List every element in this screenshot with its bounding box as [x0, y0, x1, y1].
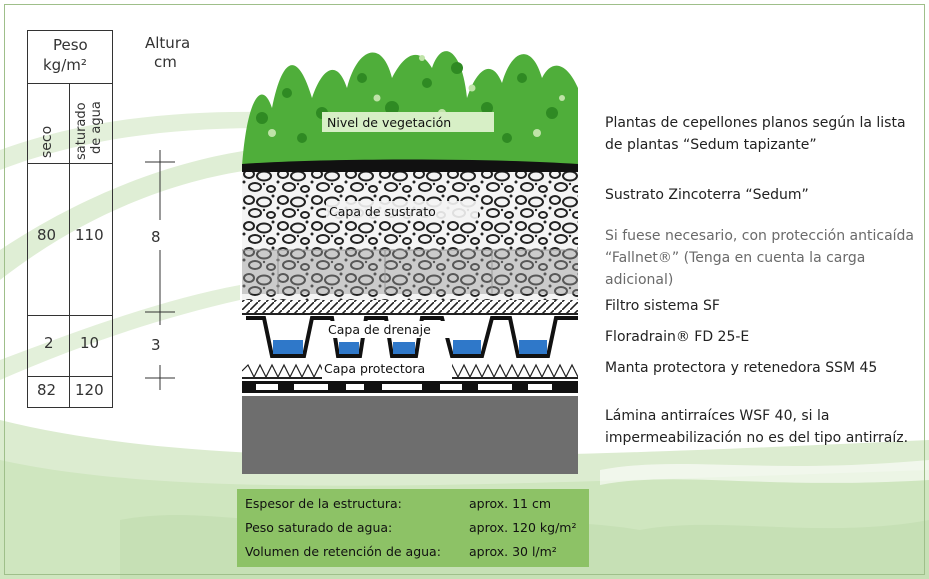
summary-box: Espesor de la estructura: aprox. 11 cm P…	[237, 489, 589, 567]
summary-label: Peso saturado de agua:	[245, 520, 393, 535]
row2-saturado: 10	[80, 334, 100, 352]
drainage-layer	[242, 316, 578, 364]
row1-altura: 8	[151, 228, 161, 246]
row3-saturado: 120	[75, 381, 104, 399]
peso-header: Peso	[53, 36, 88, 54]
weight-table	[27, 30, 113, 408]
col-seco-label: seco	[39, 125, 55, 158]
label-vegetacion: Nivel de vegetación	[327, 115, 452, 130]
row3-seco: 82	[37, 381, 57, 399]
summary-value: aprox. 120 kg/m²	[469, 520, 577, 535]
desc-filtro: Filtro sistema SF	[605, 298, 720, 314]
summary-label: Espesor de la estructura:	[245, 496, 402, 511]
label-sustrato: Capa de sustrato	[329, 204, 436, 219]
row2-seco: 2	[44, 334, 54, 352]
col-saturado-label-2: de agua	[89, 101, 104, 154]
row2-altura: 3	[151, 336, 161, 354]
desc-lamina: Lámina antirraíces WSF 40, si la imperme…	[605, 408, 909, 446]
height-markers	[145, 150, 175, 390]
desc-fallnet: Si fuese necesario, con protección antic…	[605, 228, 915, 288]
summary-row: Volumen de retención de agua: aprox. 30 …	[245, 544, 557, 559]
summary-label: Volumen de retención de agua:	[245, 544, 441, 559]
label-drenaje: Capa de drenaje	[328, 322, 431, 337]
desc-sustrato: Sustrato Zincoterra “Sedum”	[605, 187, 809, 203]
summary-value: aprox. 11 cm	[469, 496, 551, 511]
row1-saturado: 110	[75, 226, 104, 244]
peso-unit: kg/m²	[43, 56, 87, 74]
desc-manta: Manta protectora y retenedora SSM 45	[605, 360, 878, 376]
outer-frame	[4, 4, 925, 575]
summary-value: aprox. 30 l/m²	[469, 544, 557, 559]
col-saturado-label: saturado	[74, 102, 89, 160]
protective-mat-layer	[242, 362, 578, 379]
substrate-layer	[242, 172, 578, 300]
altura-header: Altura	[145, 34, 191, 52]
label-protectora: Capa protectora	[324, 361, 426, 376]
summary-row: Peso saturado de agua: aprox. 120 kg/m²	[245, 520, 576, 535]
vegetation-plants	[242, 51, 578, 166]
altura-unit: cm	[154, 53, 177, 71]
green-roof-diagram	[242, 51, 578, 474]
root-barrier-layer	[242, 381, 578, 393]
roof-slab	[242, 396, 578, 474]
row1-seco: 80	[37, 226, 57, 244]
desc-floradrain: Floradrain® FD 25-E	[605, 329, 750, 345]
summary-row: Espesor de la estructura: aprox. 11 cm	[245, 496, 551, 511]
desc-plantas: Plantas de cepellones planos según la li…	[605, 115, 906, 153]
filter-layer	[242, 300, 578, 313]
